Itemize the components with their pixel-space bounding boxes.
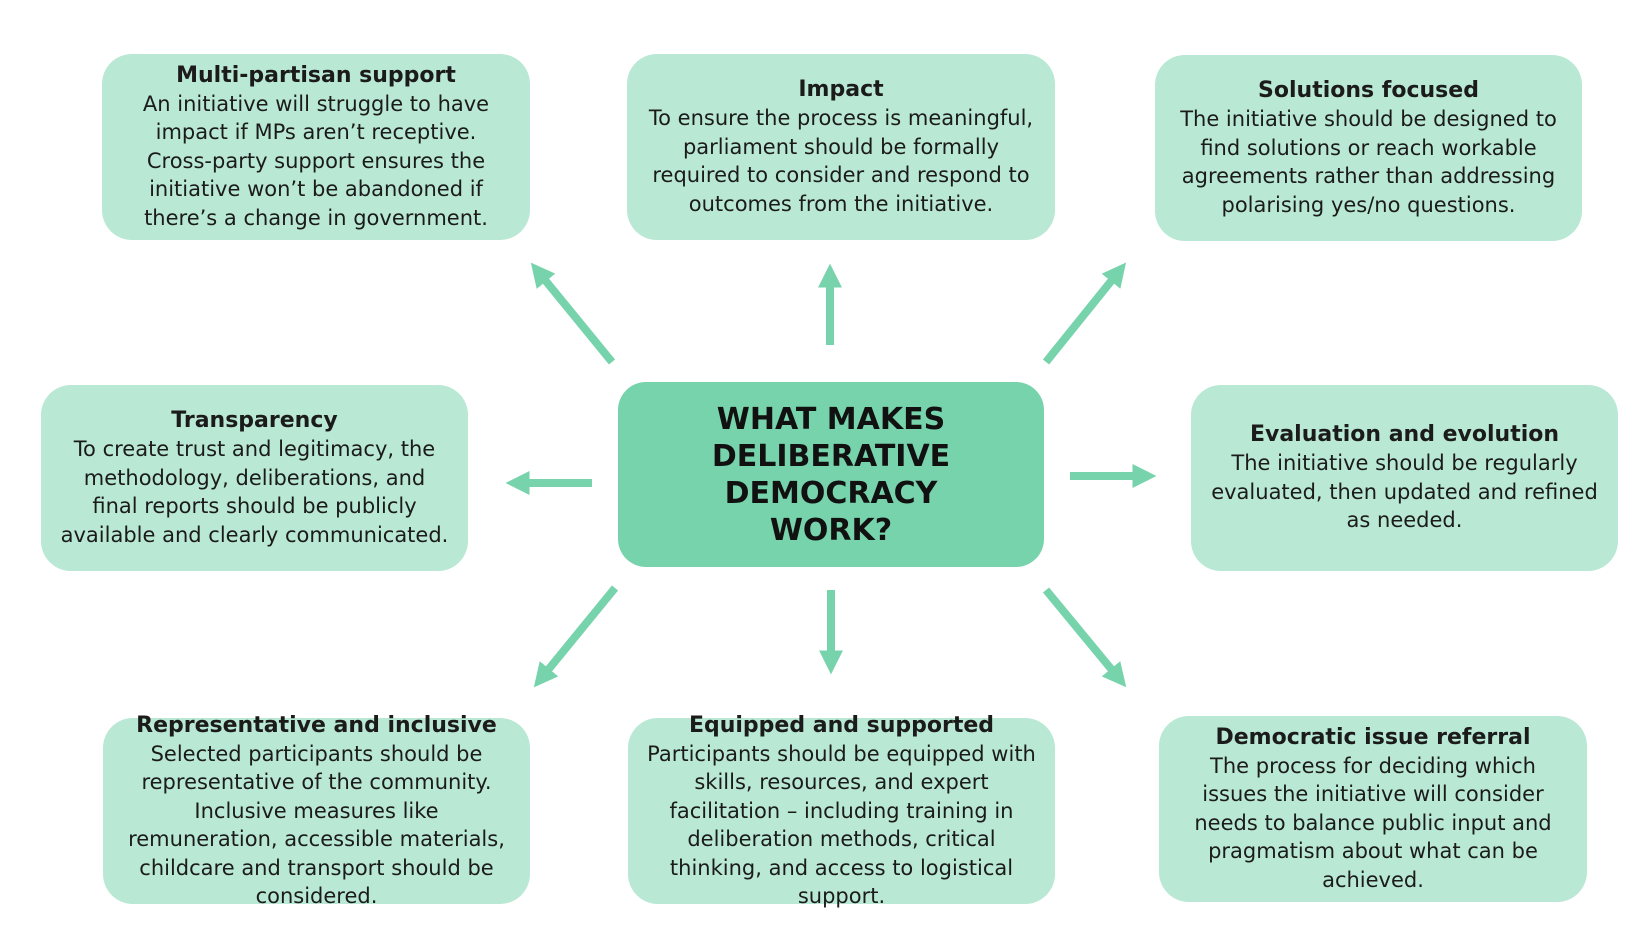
representative-title: Representative and inclusive bbox=[136, 712, 497, 738]
evaluation-box: Evaluation and evolution The initiative … bbox=[1191, 385, 1618, 571]
referral-box: Democratic issue referral The process fo… bbox=[1159, 716, 1587, 902]
equipped-title: Equipped and supported bbox=[688, 712, 995, 738]
multi-partisan-title: Multi-partisan support bbox=[176, 62, 456, 88]
transparency-title: Transparency bbox=[171, 408, 338, 433]
arrow-to-representative bbox=[533, 585, 619, 688]
equipped-body: Participants should be equipped with ski… bbox=[647, 741, 1036, 909]
central-question-title: WHAT MAKES DELIBERATIVE DEMOCRACY WORK? bbox=[711, 401, 951, 548]
evaluation-title: Evaluation and evolution bbox=[1249, 422, 1560, 448]
transparency-box: Transparency To create trust and legitim… bbox=[41, 385, 468, 571]
evaluation-body: The initiative should be regularly evalu… bbox=[1211, 451, 1598, 533]
arrow-to-solutions bbox=[1042, 262, 1127, 365]
multi-partisan-body: An initiative will struggle to have impa… bbox=[142, 91, 490, 230]
representative-body: Selected participants should be represen… bbox=[128, 741, 505, 909]
arrow-to-multi-partisan bbox=[530, 262, 616, 365]
representative-box: Representative and inclusive Selected pa… bbox=[103, 713, 530, 908]
multi-partisan-box: Multi-partisan support An initiative wil… bbox=[102, 54, 530, 240]
impact-title: Impact bbox=[798, 77, 884, 102]
arrow-to-referral bbox=[1042, 587, 1127, 688]
solutions-body: The initiative should be designed to fin… bbox=[1180, 107, 1557, 217]
solutions-title: Solutions focused bbox=[1258, 78, 1479, 103]
impact-box: Impact To ensure the process is meaningf… bbox=[627, 54, 1055, 240]
impact-body: To ensure the process is meaningful, par… bbox=[648, 106, 1034, 216]
solutions-box: Solutions focused The initiative should … bbox=[1155, 55, 1582, 241]
referral-title: Democratic issue referral bbox=[1215, 724, 1531, 750]
equipped-box: Equipped and supported Participants shou… bbox=[628, 713, 1055, 908]
transparency-body: To create trust and legitimacy, the meth… bbox=[60, 437, 449, 547]
referral-body: The process for deciding which issues th… bbox=[1194, 753, 1552, 892]
central-question-box: WHAT MAKES DELIBERATIVE DEMOCRACY WORK? bbox=[618, 382, 1044, 567]
